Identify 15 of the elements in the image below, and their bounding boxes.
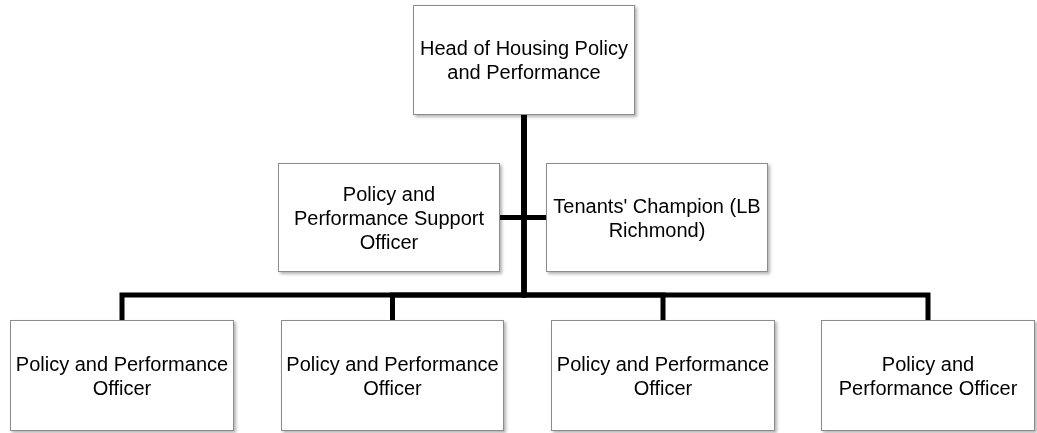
org-box [546,163,768,272]
org-box [278,163,500,272]
role-title: Policy and Performance Officer [15,351,229,400]
role-title: Head of Housing Policy and Performance [419,36,629,84]
role-title: Policy and Performance Officer [837,351,1019,400]
org-box [281,320,504,431]
org-box [551,320,775,431]
role-title: Tenants' Champion (LB Richmond) [552,193,762,242]
role-title: Policy and Performance Officer [556,351,770,400]
org-box [821,320,1035,431]
org-box [10,320,234,431]
connector-line [521,115,931,320]
org-box [413,5,635,115]
role-title: Policy and Performance Support Officer [292,181,486,254]
role-title: Policy and Performance Officer [286,351,499,400]
